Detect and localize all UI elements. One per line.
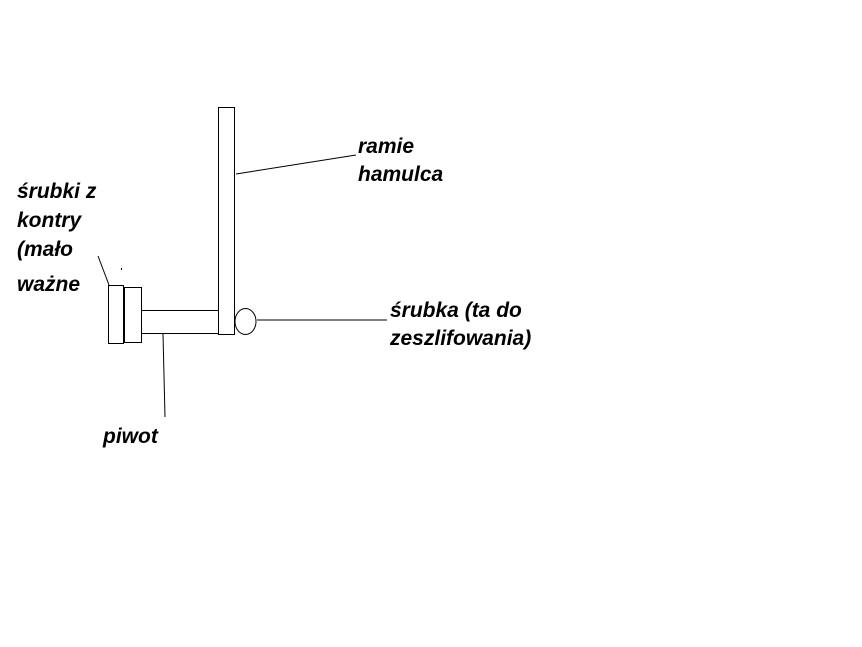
label-line: śrubki z (17, 180, 97, 203)
label-ramie-hamulca: ramie hamulca (358, 133, 443, 189)
label-srubki-kontry: śrubki z kontry (mało ważne (17, 177, 96, 299)
label-line: (mało (17, 238, 74, 261)
label-piwot: piwot (103, 423, 158, 451)
label-line: ważne (17, 273, 81, 296)
label-line: kontry (17, 209, 82, 232)
bolt-head (234, 308, 257, 335)
leader-srubki (97, 255, 110, 286)
brake-arm (218, 107, 235, 335)
lock-nut-plate-left (108, 285, 124, 344)
leader-piwot (162, 333, 166, 418)
label-line: piwot (103, 425, 158, 448)
label-line: hamulca (358, 163, 444, 186)
stray-dot (121, 268, 122, 270)
lock-nut-plate-right (124, 287, 142, 343)
leader-ramie (235, 154, 357, 175)
label-srubka-zeszlifowania: śrubka (ta do zeszlifowania) (390, 297, 531, 353)
label-line: śrubka (ta do (390, 299, 522, 322)
label-line: zeszlifowania) (390, 327, 532, 350)
label-line: ramie (358, 135, 415, 158)
